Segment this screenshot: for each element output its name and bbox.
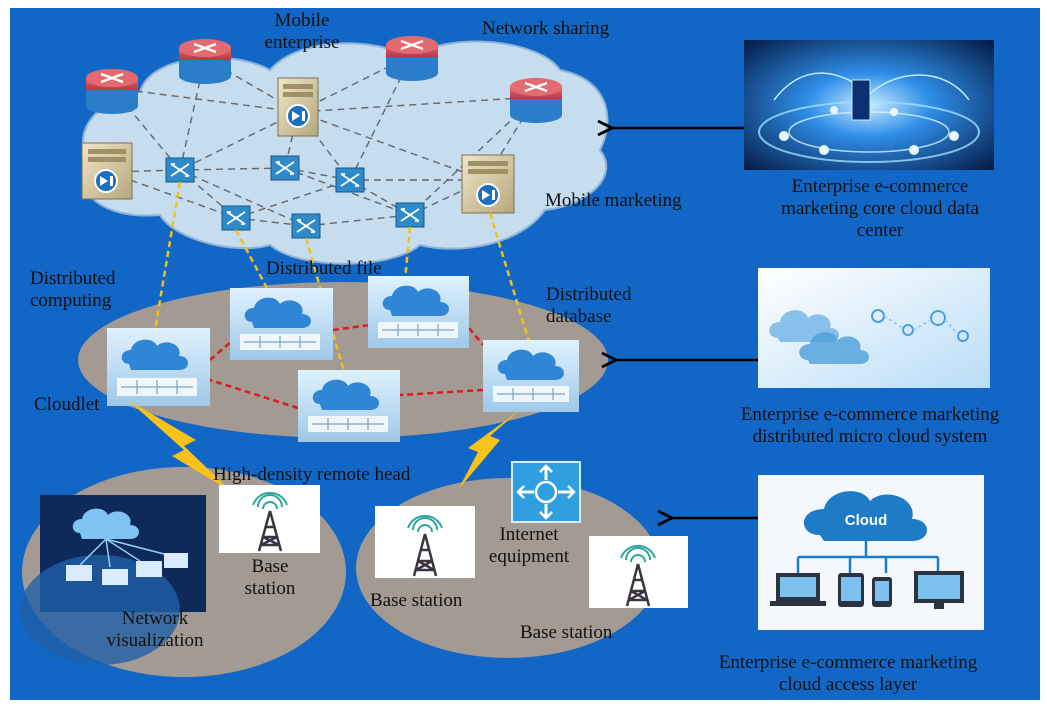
cloud-server-icon <box>368 276 469 348</box>
label-cloudlet: Cloudlet <box>34 394 100 415</box>
micro-cloud-ellipse <box>78 282 608 438</box>
cloud-server-icon <box>298 370 400 442</box>
router-icon <box>386 36 438 81</box>
label-distributed-computing: Distributed computing <box>30 268 116 311</box>
network-visualization-image <box>20 495 206 665</box>
micro-cloud-image <box>758 268 990 388</box>
label-base-station-2: Base station <box>370 590 463 611</box>
router-icon <box>86 69 138 114</box>
label-distributed-database: Distributed database <box>546 284 632 327</box>
switch-icon <box>395 202 425 228</box>
tower-icon <box>219 485 320 553</box>
label-distributed-micro-cloud-system: Enterprise e-commerce marketing distribu… <box>740 404 1000 447</box>
cloud-access-image: Cloud <box>758 475 984 630</box>
switch-icon <box>291 213 321 239</box>
tower-icon <box>589 536 688 608</box>
label-distributed-file: Distributed file <box>266 258 382 279</box>
server-icon <box>461 154 515 214</box>
label-mobile-enterprise: Mobile enterprise <box>264 10 340 53</box>
label-core-cloud-data-center: Enterprise e-commerce marketing core clo… <box>781 176 979 241</box>
router-icon <box>179 39 231 84</box>
access-panel-cloud-text: Cloud <box>845 512 888 529</box>
cloud-server-icon <box>230 288 333 360</box>
cloud-server-icon <box>107 328 210 406</box>
label-base-station-1: Base station <box>244 556 296 599</box>
label-cloud-access-layer: Enterprise e-commerce marketing cloud ac… <box>718 652 978 695</box>
label-high-density-remote-head: High-density remote head <box>213 464 411 485</box>
label-internet-equipment: Internet equipment <box>488 524 570 567</box>
lightning-icon <box>458 410 520 490</box>
core-datacenter-image <box>744 40 994 170</box>
switch-icon <box>165 157 195 183</box>
switch-icon <box>335 167 365 193</box>
switch-icon <box>221 205 251 231</box>
lightning-icon <box>128 400 232 492</box>
network-device-icon <box>511 461 581 523</box>
cloud-server-icon <box>483 340 579 412</box>
server-icon <box>277 77 319 137</box>
label-network-visualization: Network visualization <box>106 608 204 651</box>
switch-icon <box>270 155 300 181</box>
label-network-sharing: Network sharing <box>482 18 610 39</box>
router-icon <box>510 78 562 123</box>
tower-icon <box>375 506 475 578</box>
label-base-station-3: Base station <box>520 622 613 643</box>
label-mobile-marketing: Mobile marketing <box>545 190 682 211</box>
server-icon <box>81 142 133 200</box>
red-links <box>209 323 484 410</box>
